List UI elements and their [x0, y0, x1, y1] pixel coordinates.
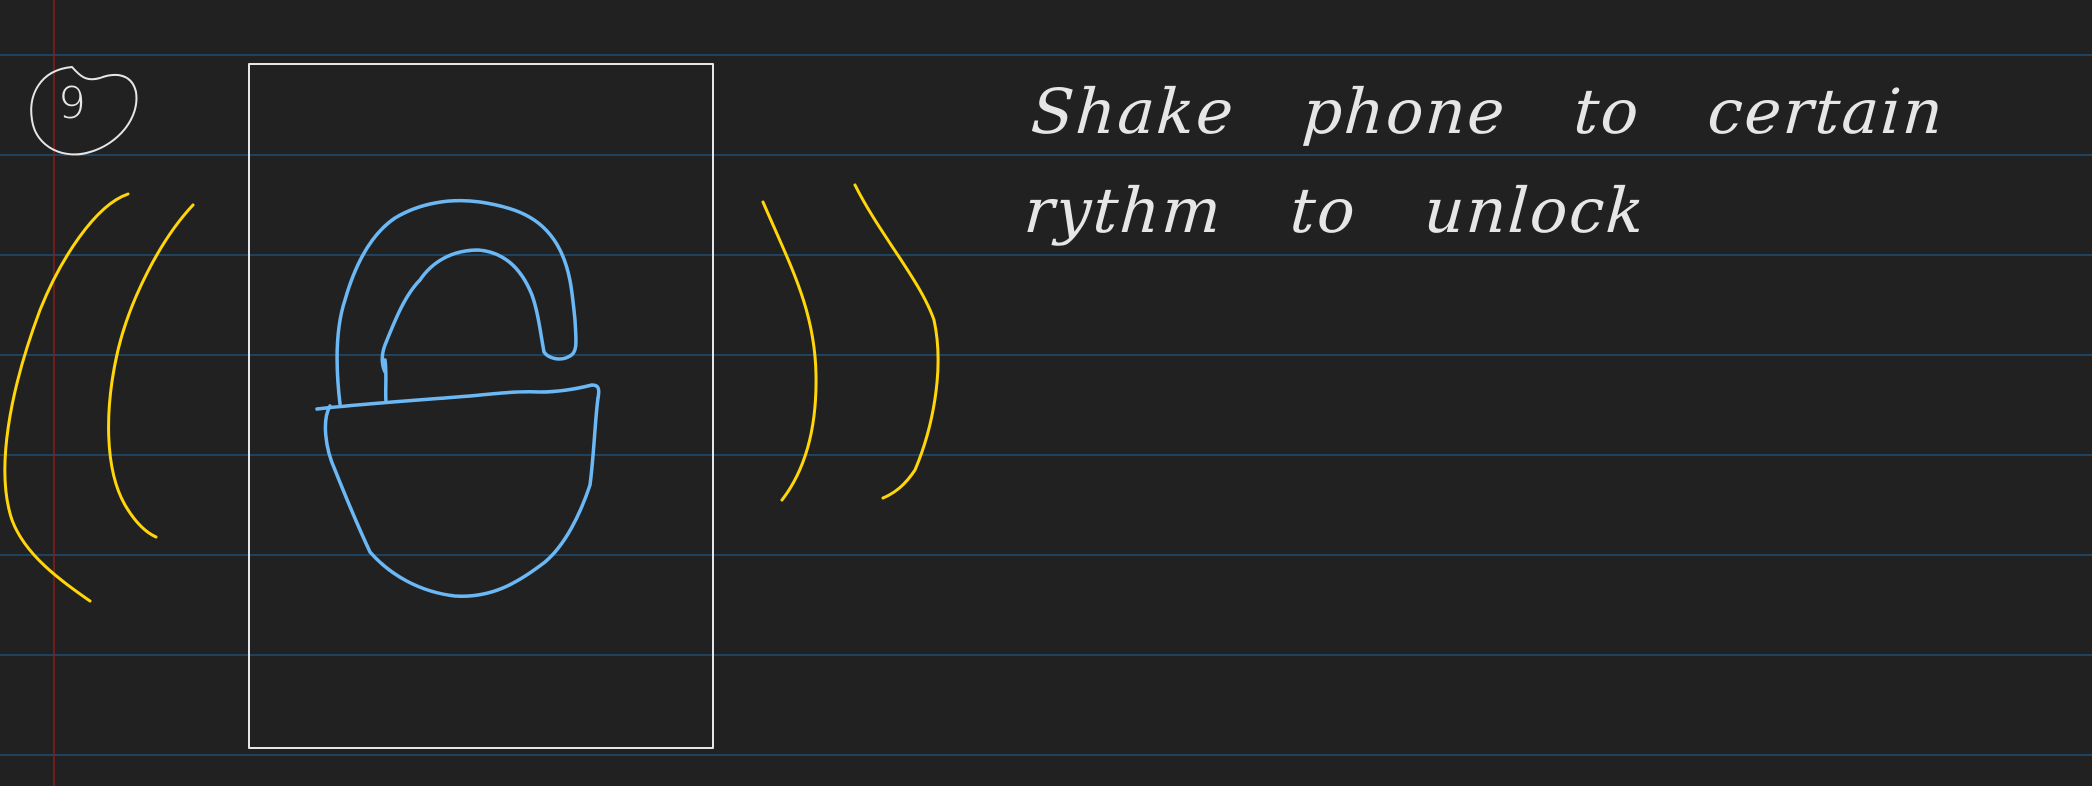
note-number: 9 [58, 78, 86, 129]
padlock-open-icon [315, 198, 601, 598]
phone-outline [248, 63, 714, 749]
circled-number-icon: 9 [30, 66, 138, 156]
shake-lines-left-icon [3, 192, 195, 603]
shake-lines-right-icon [761, 183, 940, 502]
ruled-lines [0, 54, 2092, 756]
note-text: Shake phone to certain rythm to unlock [1021, 75, 1948, 248]
